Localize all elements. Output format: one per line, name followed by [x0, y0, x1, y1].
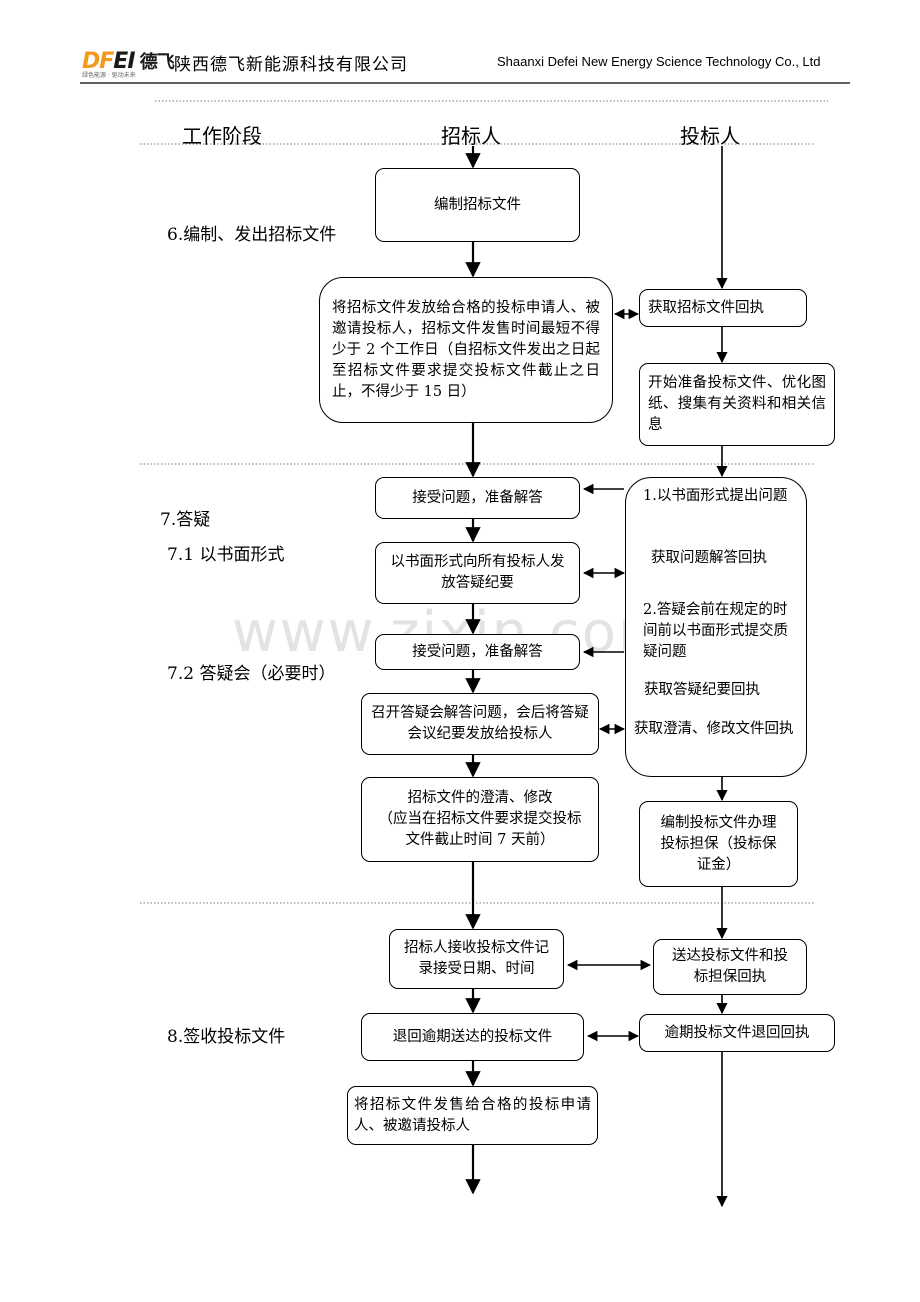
stage-7-2-label: 7.2 答疑会（必要时）: [167, 664, 336, 684]
stage-7-label: 7.答疑: [160, 510, 211, 530]
company-name-en: Shaanxi Defei New Energy Science Technol…: [497, 54, 821, 69]
stage-6-label: 6.编制、发出招标文件: [167, 225, 337, 245]
clarify-note: （应当在招标文件要求提交投标文件截止时间 7 天前）: [378, 811, 582, 848]
box-late-bid-receipt: 逾期投标文件退回回执: [639, 1014, 835, 1052]
stage-7-1-label: 7.1 以书面形式: [167, 545, 285, 565]
box-deliver-bid: 送达投标文件和投标担保回执: [653, 939, 807, 995]
bidder-minutes-receipt: 获取答疑纪要回执: [644, 682, 760, 698]
box-compile-tender-doc: 编制招标文件: [375, 168, 580, 242]
bidder-q-written: 1.以书面形式提出问题: [643, 488, 788, 504]
stage-8-label: 8.签收投标文件: [167, 1027, 286, 1047]
box-receive-bids: 招标人接收投标文件记录接受日期、时间: [389, 929, 564, 989]
box-sell-tender-doc: 将招标文件发售给合格的投标申请人、被邀请投标人: [347, 1086, 598, 1145]
box-receive-questions-2: 接受问题，准备解答: [375, 634, 580, 670]
bidder-q-before-meeting: 2.答疑会前在规定的时间前以书面形式提交质疑问题: [643, 602, 788, 660]
box-issue-tender-doc: 将招标文件发放给合格的投标申请人、被邀请投标人，招标文件发售时间最短不得少于 2…: [319, 277, 613, 423]
box-issue-minutes: 以书面形式向所有投标人发放答疑纪要: [375, 542, 580, 604]
company-logo: DFЕI 德飞 绿色能源 · 驱动未来: [82, 49, 175, 79]
clarify-title: 招标文件的澄清、修改: [407, 790, 553, 806]
bidder-clarify-receipt: 获取澄清、修改文件回执: [634, 721, 794, 737]
box-clarification-meeting: 召开答疑会解答问题，会后将答疑会议纪要发放给投标人: [361, 693, 599, 755]
box-prepare-bid: 开始准备投标文件、优化图纸、搜集有关资料和相关信息: [639, 363, 835, 446]
box-tender-doc-receipt: 获取招标文件回执: [639, 289, 807, 327]
column-head-bidder: 投标人: [680, 124, 740, 148]
box-compile-bid: 编制投标文件办理投标担保（投标保证金）: [639, 801, 798, 887]
box-return-late-bids: 退回逾期送达的投标文件: [361, 1013, 584, 1061]
column-head-tenderer: 招标人: [441, 124, 501, 148]
box-bidder-questions: [625, 477, 807, 777]
logo-tagline: 绿色能源 · 驱动未来: [82, 72, 136, 79]
column-head-stage: 工作阶段: [182, 124, 262, 148]
company-name-cn: 陕西德飞新能源科技有限公司: [174, 55, 408, 75]
bidder-q-receipt: 获取问题解答回执: [651, 550, 767, 566]
box-clarify-modify: 招标文件的澄清、修改 （应当在招标文件要求提交投标文件截止时间 7 天前）: [361, 777, 599, 862]
box-receive-questions-1: 接受问题，准备解答: [375, 477, 580, 519]
